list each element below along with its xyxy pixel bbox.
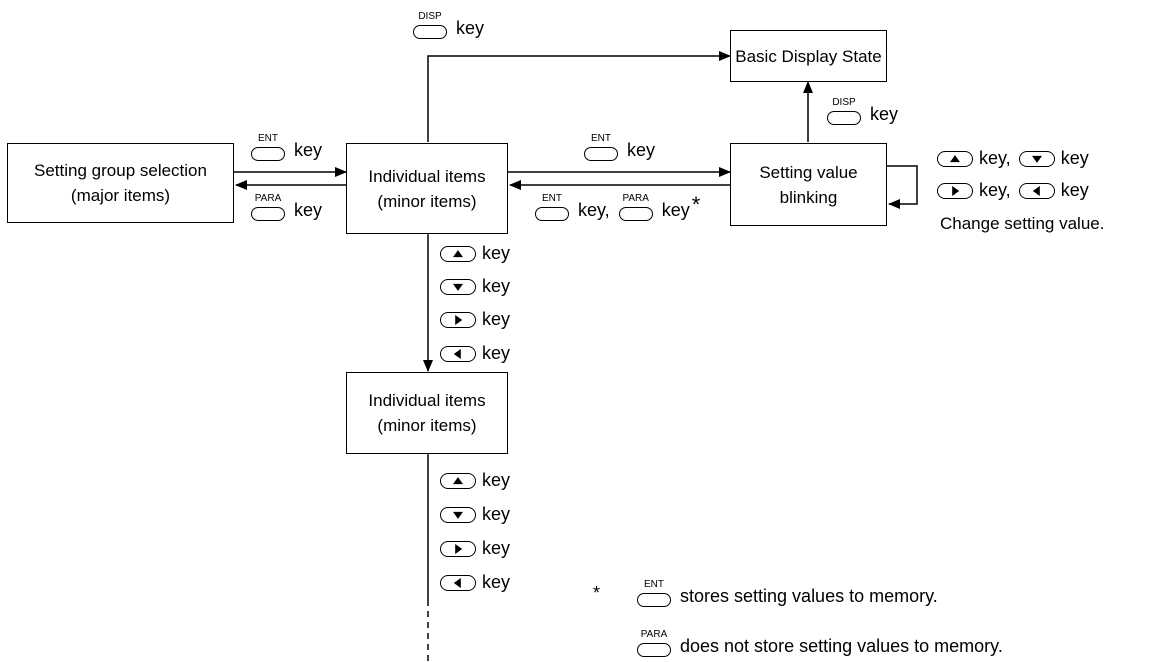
right-arrow-key-icon <box>440 311 476 328</box>
down-arrow-key-icon <box>440 506 476 523</box>
key-word: key <box>482 572 511 592</box>
right-key-label: key <box>440 309 510 330</box>
left-arrow-key-icon <box>440 345 476 362</box>
individual-items-subtitle: (minor items) <box>377 191 477 211</box>
ent-key-name: ENT <box>258 133 278 144</box>
key-word: key <box>1060 148 1089 168</box>
key-word: key, <box>578 199 610 220</box>
ent-key-label-middle: ENT key <box>583 134 655 166</box>
ent-key-label-left: ENT key <box>250 134 322 166</box>
setting-value-title: Setting value <box>759 162 858 182</box>
individual-items-subtitle: (minor items) <box>377 416 477 435</box>
setting-value-subtitle: blinking <box>779 187 838 207</box>
right-left-key-label: key, key <box>937 180 1089 201</box>
key-word: key <box>294 139 323 160</box>
down-arrow-key-icon <box>1018 150 1055 167</box>
para-key-icon: PARA <box>636 630 672 662</box>
up-down-key-label: key, key <box>937 148 1089 169</box>
footnote-ent-text: stores setting values to memory. <box>680 585 938 606</box>
right-arrow-key-icon <box>937 182 973 199</box>
key-word: key <box>482 243 511 263</box>
key-word: key, <box>979 180 1011 200</box>
individual-items-box-top: Individual items (minor items) <box>346 143 508 234</box>
right-arrow-key-icon <box>440 540 476 557</box>
key-word: key <box>1060 180 1089 200</box>
ent-key-icon: ENT <box>636 580 672 612</box>
footnote-marker: * <box>691 192 701 217</box>
individual-items-title: Individual items <box>368 391 486 410</box>
arrow-blinking-self-loop <box>887 165 918 209</box>
ent-key-icon: ENT <box>250 134 286 166</box>
down-key-label: key <box>440 504 510 525</box>
ent-key-name: ENT <box>591 133 611 144</box>
setting-value-blinking-box: Setting value blinking <box>730 143 887 226</box>
key-word: key <box>661 199 690 220</box>
para-key-name: PARA <box>622 193 649 204</box>
disp-key-icon: DISP <box>412 12 448 44</box>
ent-para-key-label-return: ENT key, PARA key* <box>534 192 701 226</box>
individual-items-title: Individual items <box>368 166 486 186</box>
ent-key-name: ENT <box>644 579 664 590</box>
key-word: key <box>870 103 899 124</box>
left-key-label: key <box>440 572 510 593</box>
arrow-individual-to-basic-display <box>427 51 731 142</box>
footnote-ent: ENT stores setting values to memory. <box>636 580 938 612</box>
change-setting-text: Change setting value. <box>940 214 1105 233</box>
left-key-label: key <box>440 343 510 364</box>
setting-group-title: Setting group selection <box>34 161 207 180</box>
down-arrow-key-icon <box>440 278 476 295</box>
disp-key-label-right: DISP key <box>826 98 898 130</box>
key-word: key <box>482 276 511 296</box>
key-word: key <box>627 139 656 160</box>
basic-display-state-box: Basic Display State <box>730 30 887 82</box>
basic-display-state-label: Basic Display State <box>735 46 882 66</box>
right-key-label: key <box>440 538 510 559</box>
para-key-label-left: PARA key <box>250 194 322 226</box>
up-arrow-key-icon <box>937 150 973 167</box>
setting-group-subtitle: (major items) <box>70 186 171 205</box>
key-word: key <box>482 504 511 524</box>
left-arrow-key-icon <box>440 574 476 591</box>
footnote-marker-label: * <box>593 583 600 604</box>
up-key-label: key <box>440 243 510 264</box>
disp-key-name: DISP <box>418 11 442 22</box>
change-setting-note: Change setting value. <box>940 214 1104 234</box>
setting-group-selection-box: Setting group selection (major items) <box>7 143 234 223</box>
key-word: key <box>482 309 511 329</box>
key-word: key <box>482 538 511 558</box>
up-arrow-key-icon <box>440 472 476 489</box>
key-word: key <box>294 199 323 220</box>
disp-key-label-top: DISP key <box>412 12 484 44</box>
footnote-para: PARA does not store setting values to me… <box>636 630 1003 662</box>
para-key-icon: PARA <box>250 194 286 226</box>
disp-key-name: DISP <box>832 97 856 108</box>
ent-key-icon: ENT <box>583 134 619 166</box>
footnote-marker-text: * <box>593 583 601 603</box>
up-key-label: key <box>440 470 510 491</box>
para-key-name: PARA <box>640 629 668 640</box>
disp-key-icon: DISP <box>826 98 862 130</box>
footnote-para-text: does not store setting values to memory. <box>680 635 1003 656</box>
up-arrow-key-icon <box>440 245 476 262</box>
para-key-name: PARA <box>254 193 282 204</box>
para-key-icon: PARA <box>618 194 654 226</box>
individual-items-box-bottom: Individual items (minor items) <box>346 372 508 454</box>
ent-key-icon: ENT <box>534 194 570 226</box>
key-word: key <box>482 470 511 490</box>
ent-key-name: ENT <box>542 193 562 204</box>
key-word: key, <box>979 148 1011 168</box>
down-key-label: key <box>440 276 510 297</box>
key-word: key <box>482 343 511 363</box>
left-arrow-key-icon <box>1018 182 1055 199</box>
key-word: key <box>456 17 485 38</box>
